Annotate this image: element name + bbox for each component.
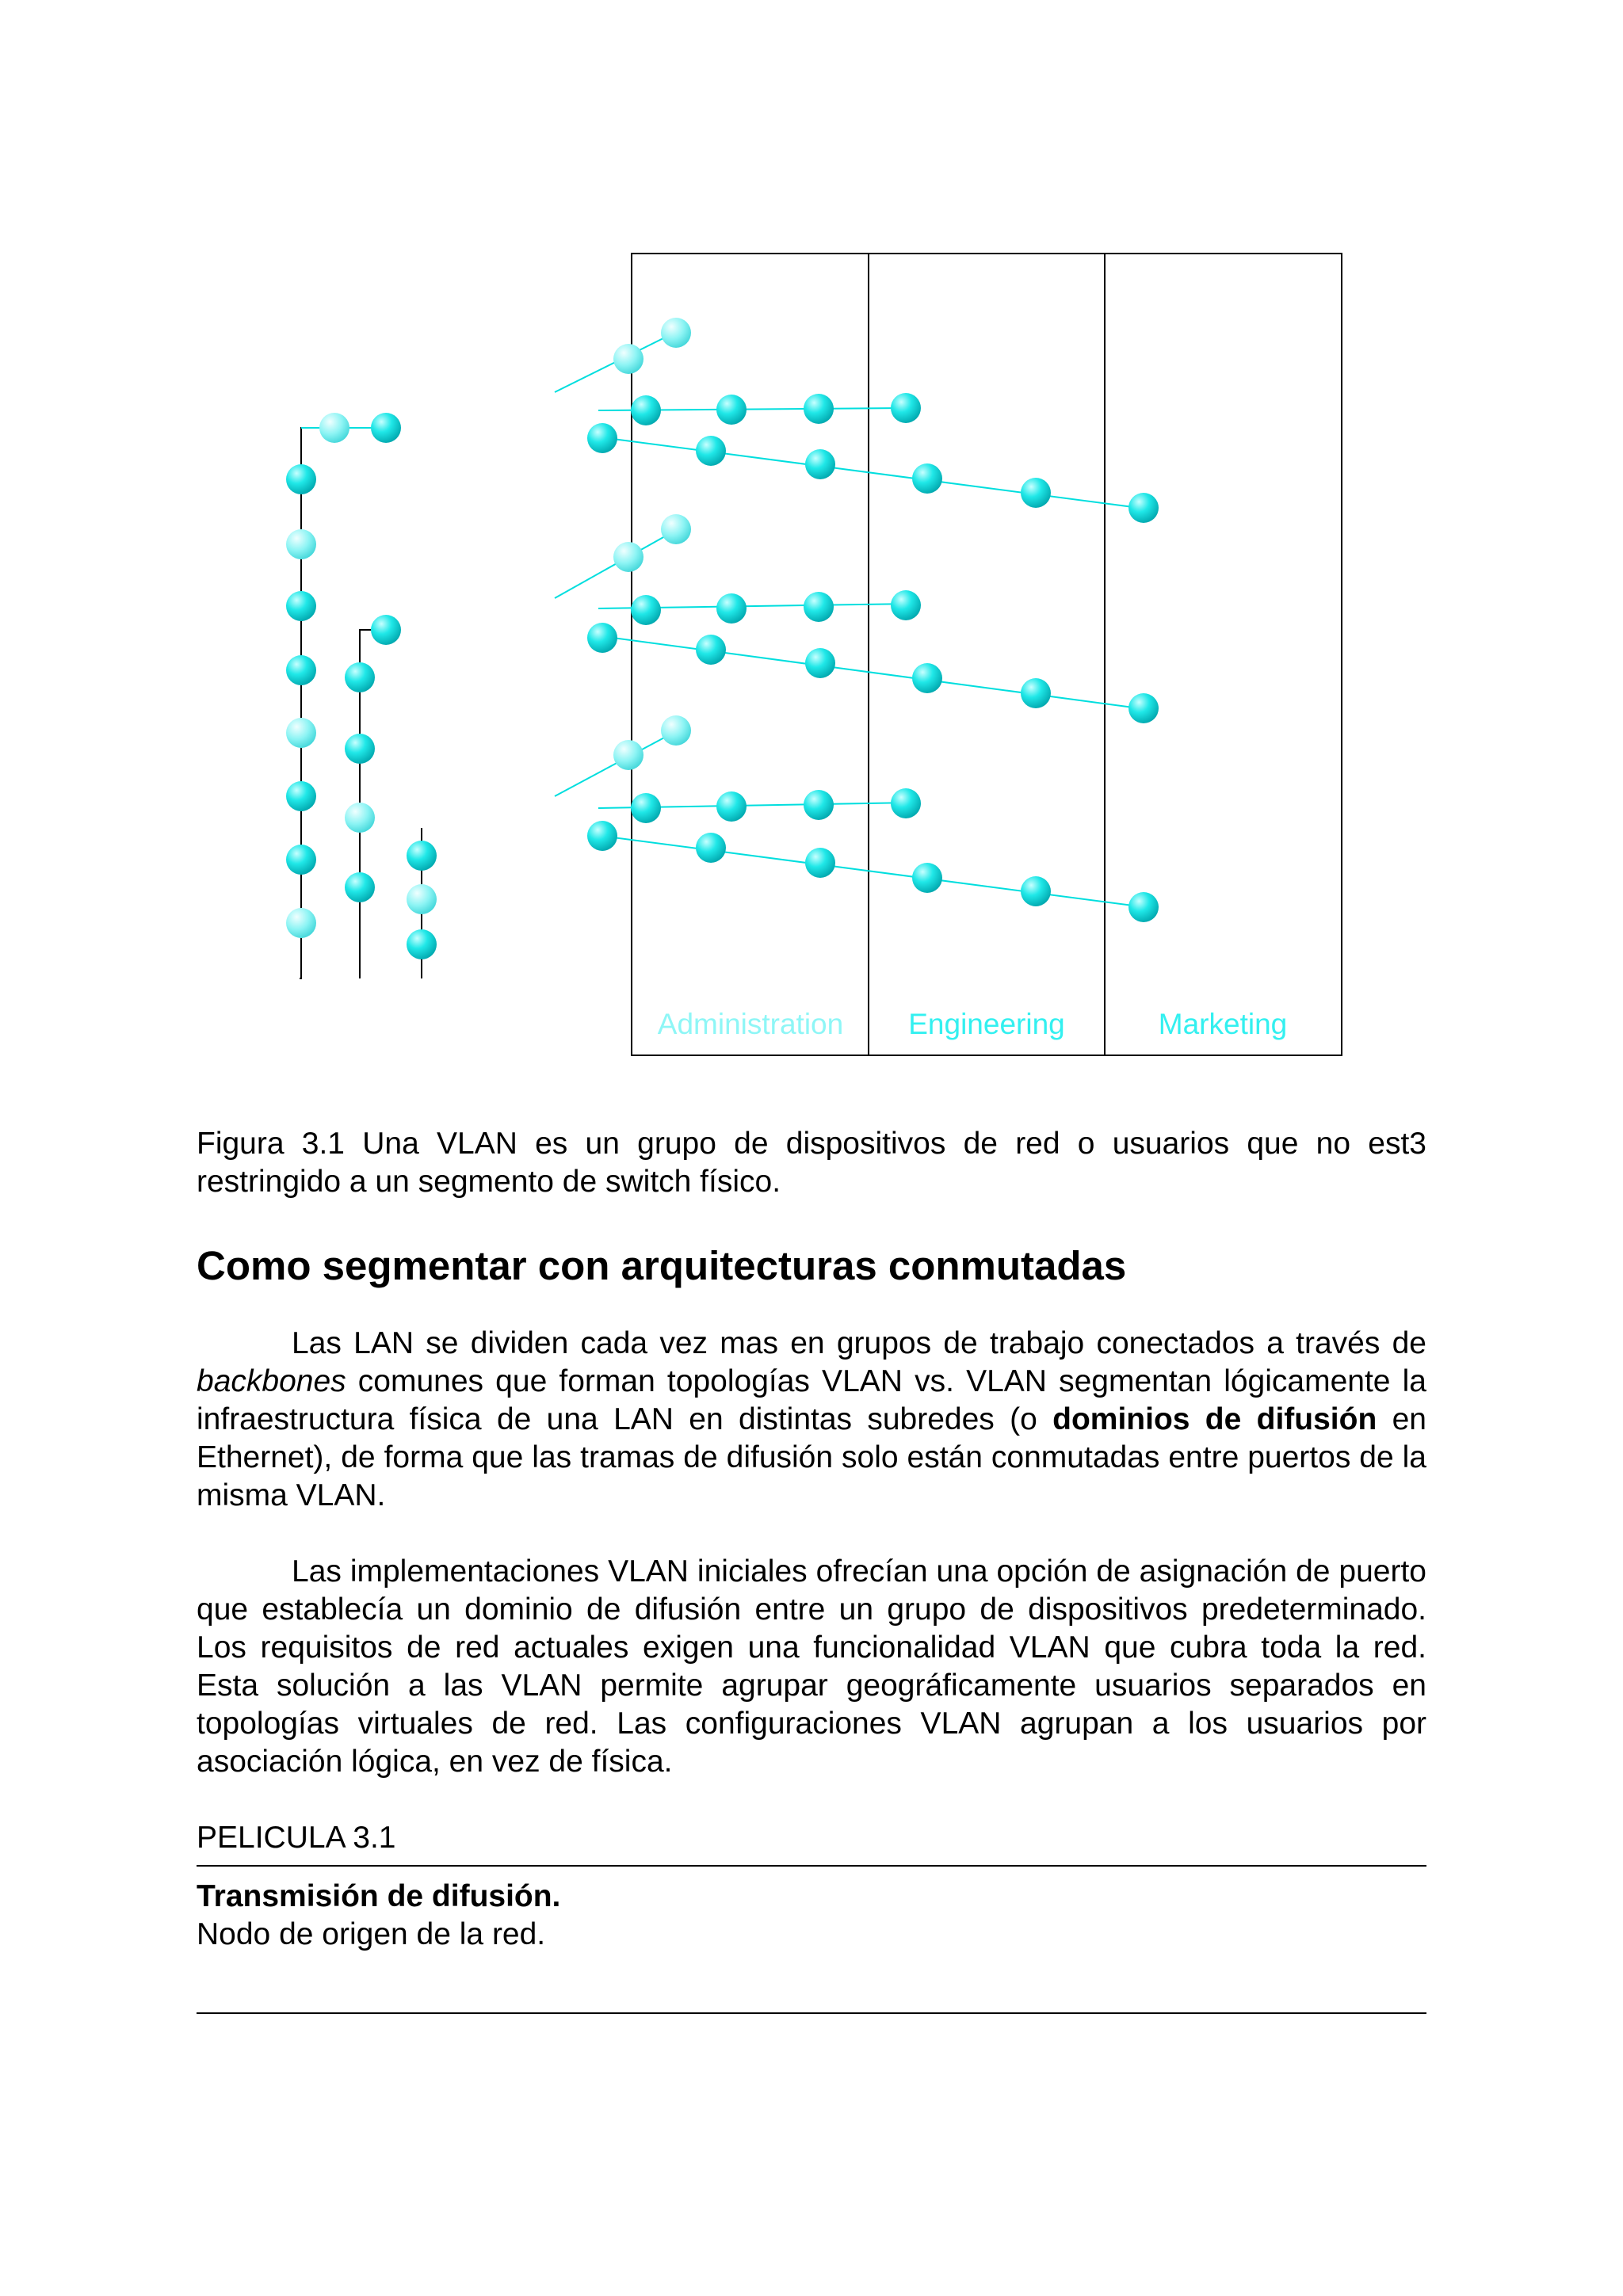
transmission-text: Nodo de origen de la red. xyxy=(197,1916,1426,1954)
link-dots xyxy=(286,318,1159,959)
para1-italic-backbones: backbones xyxy=(197,1364,346,1398)
document-body: Figura 3.1 Una VLAN es un grupo de dispo… xyxy=(197,1125,1426,2014)
divider-top xyxy=(197,1865,1426,1867)
figure-caption: Figura 3.1 Una VLAN es un grupo de dispo… xyxy=(197,1125,1426,1201)
column-label-marketing: Marketing xyxy=(1159,1008,1287,1040)
para1-text-1: Las LAN se dividen cada vez mas en grupo… xyxy=(292,1326,1426,1360)
paragraph-vlan-implementations: Las implementaciones VLAN iniciales ofre… xyxy=(197,1553,1426,1781)
movie-label: PELICULA 3.1 xyxy=(197,1819,1426,1857)
column-label-administration: Administration xyxy=(658,1008,843,1040)
paragraph-lan-segmentation: Las LAN se dividen cada vez mas en grupo… xyxy=(197,1325,1426,1515)
transmission-title: Transmisión de difusión. xyxy=(197,1878,1426,1916)
column-label-engineering: Engineering xyxy=(908,1008,1064,1040)
vlan-network-diagram: Administration Engineering Marketing xyxy=(0,0,1623,1125)
para1-bold-dominios: dominios de difusión xyxy=(1052,1402,1377,1436)
section-heading: Como segmentar con arquitecturas conmuta… xyxy=(197,1242,1426,1290)
divider-bottom xyxy=(197,2012,1426,2014)
